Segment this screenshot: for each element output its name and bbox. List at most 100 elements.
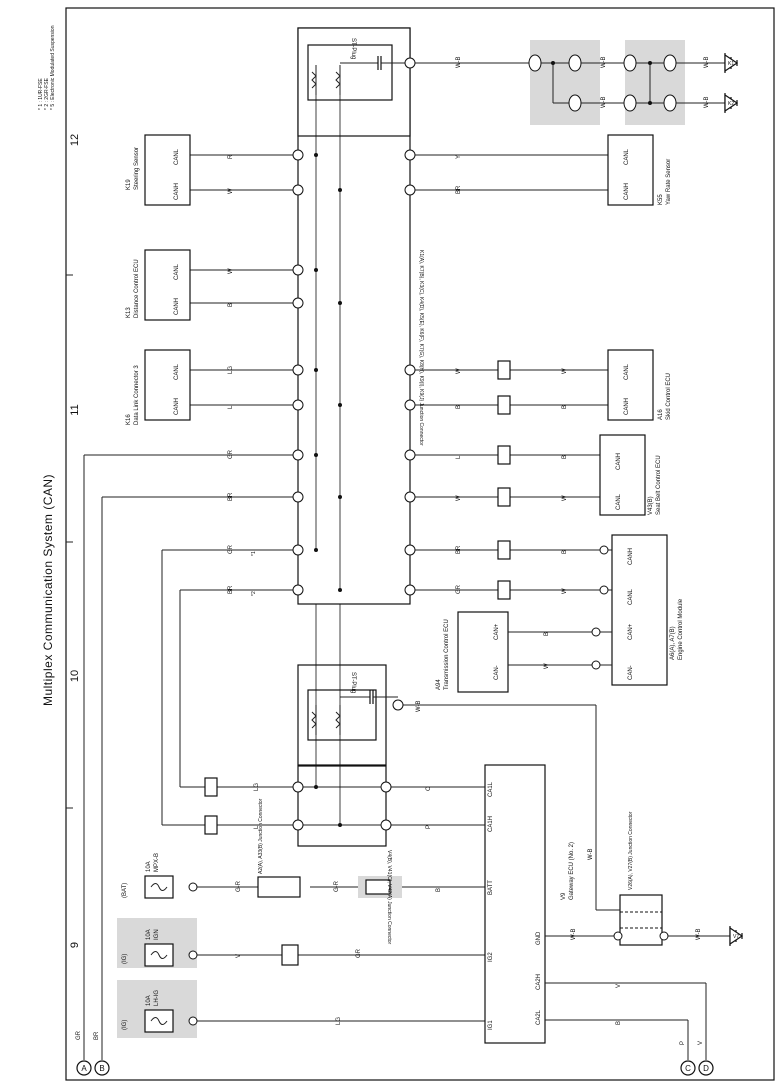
diagram-label: W	[456, 495, 462, 501]
page-title: Multiplex Communication System (CAN)	[41, 474, 55, 706]
diagram-label: (IG)	[122, 954, 128, 964]
diagram-label: GR	[228, 449, 234, 459]
diagram-label: V43(B)	[648, 496, 654, 515]
diagram-label: GR	[228, 544, 234, 554]
diagram-label: CA1L	[488, 781, 494, 797]
diagram-label: 10A	[146, 861, 152, 872]
diagram-label: G-R	[334, 880, 340, 892]
diagram-label: K2	[728, 101, 734, 107]
diagram-label: CANL	[628, 588, 634, 605]
diagram-label: K16	[126, 414, 132, 425]
diagram-label: K1(A), K7(B), K3(C), K4(D), K5(E), K6(F)…	[418, 250, 424, 446]
junction-connector-v26	[619, 894, 663, 946]
diagram-label: K55	[658, 194, 664, 205]
diagram-label: L	[228, 405, 234, 409]
diagram-label: Steering Sensor	[134, 147, 140, 190]
diagram-label: CANH	[624, 398, 630, 415]
diagram-label: LG	[336, 1017, 342, 1025]
diagram-label: GND	[536, 931, 542, 945]
data-link-connector-k16	[144, 349, 191, 421]
diagram-label: CANH	[174, 398, 180, 415]
diagram-label: W-B	[704, 96, 710, 108]
diagram-label: O	[426, 786, 432, 791]
diagram-label: W	[456, 368, 462, 374]
diagram-label: V26(A), V27(B) Junction Connector	[628, 811, 634, 890]
diagram-label: BR	[228, 585, 234, 594]
diagram-label: 10A	[146, 995, 152, 1006]
diagram-label: CAN-	[628, 665, 634, 680]
footnote-3: * 5 : Electronic Modulated Suspension	[50, 25, 56, 110]
diagram-label: IGN	[154, 929, 160, 940]
diagram-label: GR	[76, 1030, 82, 1040]
diagram-label: P	[426, 825, 432, 829]
diagram-label: Skid Control ECU	[666, 373, 672, 420]
diagram-label: Data Link Connector 3	[134, 365, 140, 425]
diagram-frame	[65, 7, 775, 1081]
skid-control-ecu-a16	[607, 349, 654, 421]
diagram-label: B	[228, 303, 234, 307]
diagram-label: W-B	[696, 928, 702, 940]
junction-connector-a2	[257, 876, 301, 898]
ref-b	[94, 1060, 110, 1076]
diagram-label: CANH	[174, 183, 180, 200]
diagram-label: (IG)	[122, 1020, 128, 1030]
diagram-label: W-B	[588, 848, 594, 860]
diagram-label: CAN+	[494, 623, 500, 640]
page-number-11: 11	[69, 404, 81, 415]
diagram-label: L	[254, 825, 260, 829]
diagram-label: A6(A), A7(B)	[670, 626, 676, 660]
ref-c	[680, 1060, 696, 1076]
diagram-label: (BAT)	[122, 883, 128, 898]
diagram-label: W	[562, 588, 568, 594]
diagram-label: CANL	[616, 493, 622, 510]
diagram-label: CANL	[174, 263, 180, 280]
diagram-label: V	[698, 1041, 704, 1045]
diagram-label: CANH	[624, 183, 630, 200]
diagram-label: L	[456, 455, 462, 459]
diagram-label: Y	[456, 155, 462, 159]
diagram-label: CANL	[624, 363, 630, 380]
diagram-label: CANH	[628, 548, 634, 565]
diagram-label: B	[436, 888, 442, 892]
diagram-label: 10A	[146, 929, 152, 940]
diagram-label: W-B	[704, 56, 710, 68]
diagram-label: V7	[733, 934, 739, 940]
junction-connector-v4	[297, 765, 387, 847]
diagram-label: W	[228, 268, 234, 274]
diagram-label: A16	[658, 409, 664, 420]
diagram-label: CA1H	[488, 816, 494, 832]
diagram-label: V9	[561, 892, 567, 900]
diagram-label: Engine Control Module	[678, 598, 684, 660]
diagram-label: CANH	[616, 453, 622, 470]
diagram-label: CANL	[624, 148, 630, 165]
diagram-label: Transmission Control ECU	[444, 619, 450, 690]
diagram-label: CANH	[174, 298, 180, 315]
diagram-label: BR	[94, 1031, 100, 1040]
diagram-label: K1	[728, 61, 734, 67]
diagram-label: B	[456, 405, 462, 409]
diagram-label: W	[562, 368, 568, 374]
ground-k2-icon	[724, 93, 739, 113]
diagram-label: BR	[456, 185, 462, 194]
diagram-label: W-B	[416, 700, 422, 712]
yaw-rate-sensor-k55	[607, 134, 654, 206]
diagram-label: B	[562, 455, 568, 459]
diagram-label: BATT	[488, 880, 494, 895]
diagram-label: B	[544, 632, 550, 636]
diagram-label: BR	[228, 492, 234, 501]
diagram-label: K13	[126, 307, 132, 318]
diagram-label: CA2L	[536, 1009, 542, 1025]
diagram-label: V4(B), V41(C), V42(A) Junction Connector	[386, 850, 392, 945]
page-number-9: 9	[69, 942, 81, 948]
diagram-label: IG2	[488, 952, 494, 962]
diagram-label: G-R	[236, 880, 242, 892]
diagram-label: W	[544, 663, 550, 669]
diagram-label: ST-Plug	[350, 672, 356, 693]
transmission-control-ecu-a94	[457, 611, 509, 693]
ref-a	[76, 1060, 92, 1076]
ground-k1-icon	[724, 53, 739, 73]
diagram-label: Distance Control ECU	[134, 259, 140, 318]
diagram-label: B	[616, 1021, 622, 1025]
footnote-2: * 2 : 2GR-FSE	[44, 77, 50, 110]
diagram-label: A2(A), A33(B) Junction Connector	[258, 798, 264, 874]
